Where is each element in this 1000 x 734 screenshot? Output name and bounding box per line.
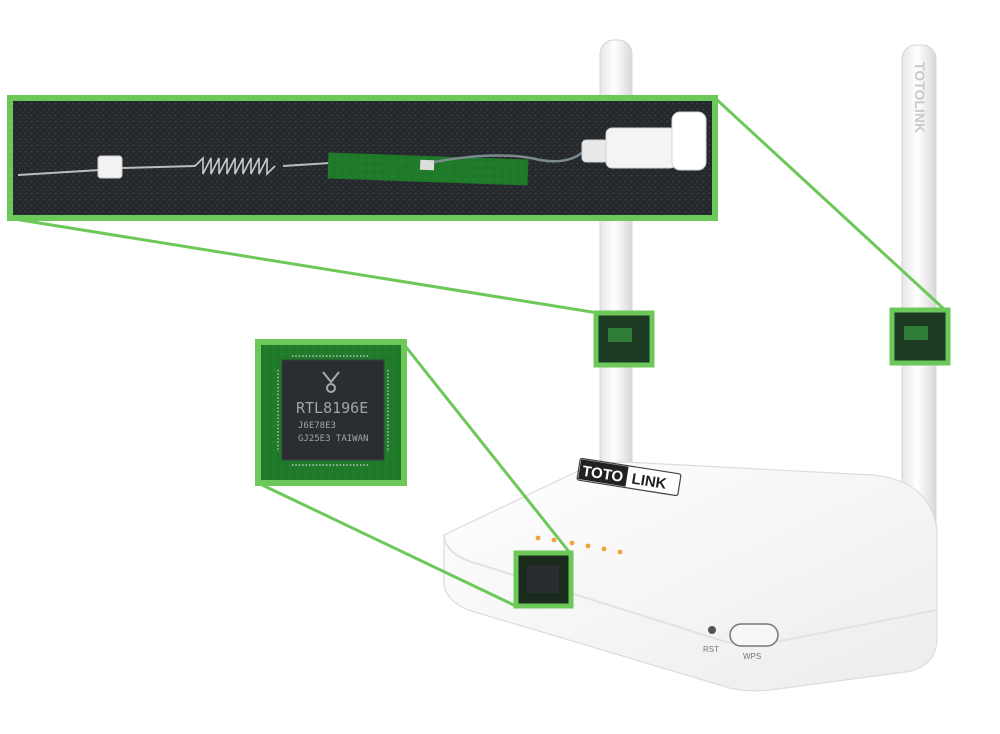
status-leds (535, 535, 623, 555)
chip-detail-inset: RTL8196E J6E78E3 GJ25E3 TAIWAN (255, 339, 407, 486)
antenna-right-highlight (889, 307, 951, 366)
antenna-left-highlight (593, 310, 655, 368)
antenna-brand-text: TOTOLINK (912, 62, 928, 133)
chip-package (281, 359, 385, 461)
reset-hole[interactable] (708, 626, 716, 634)
router-body: TOTO LINK RST WPS (443, 457, 938, 692)
antenna-right: TOTOLINK (901, 44, 937, 546)
wps-button[interactable] (729, 623, 779, 647)
callout-lines (7, 96, 947, 608)
rst-label: RST (703, 645, 719, 654)
wps-label: WPS (743, 652, 761, 661)
brand-logo-left: TOTO (581, 463, 625, 486)
antenna-coil (194, 156, 276, 176)
chip-code-line-2: GJ25E3 TAIWAN (298, 434, 368, 444)
antenna-sleeve (97, 155, 123, 179)
antenna-detail-inset (7, 95, 718, 221)
chip-model-text: RTL8196E (296, 399, 368, 417)
brand-logo-right: LINK (630, 471, 667, 493)
antenna-connector (581, 111, 707, 171)
realtek-logo-icon (322, 371, 340, 393)
chip-code-line-1: J6E78E3 (298, 421, 336, 431)
router-chip-highlight (513, 550, 574, 609)
